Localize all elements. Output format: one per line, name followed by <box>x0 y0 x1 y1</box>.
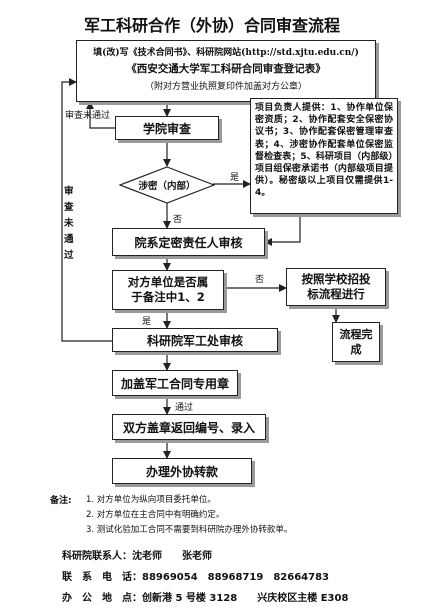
counterparty-question-box: 对方单位是否属于备注中1、2 <box>112 270 224 310</box>
transfer-box: 办理外协转款 <box>112 458 252 484</box>
no-label-2: 否 <box>255 275 265 285</box>
contact-phone-label: 联 系 电 话： <box>62 572 142 583</box>
fill-contract-box: 填(改)写《技术合同书》、科研院网站(http://std.xjtu.edu.c… <box>76 40 376 102</box>
fill-contract-line3: （附对方营业执照复印件加盖对方公章） <box>144 82 307 92</box>
reject-label-top: 审查未通过 <box>65 111 111 121</box>
bidding-process-label: 按照学校招投标流程进行 <box>301 272 371 301</box>
pass-label: 通过 <box>175 403 194 413</box>
contact-block: 科研院联系人：沈老师 张老师 联 系 电 话：88969054 88968719… <box>62 546 348 609</box>
process-done-label: 流程完成 <box>339 328 373 356</box>
secret-decision-label: 涉密（内部） <box>138 181 196 192</box>
reject-label-side: 审查未通过 <box>64 186 74 261</box>
dept-review-box: 院系定密责任人审核 <box>112 228 265 256</box>
contact-office-label: 办 公 地 点： <box>62 593 142 604</box>
no-label-1: 否 <box>173 215 183 225</box>
stamp-label: 加盖军工合同专用章 <box>120 376 229 391</box>
contact-phone-value: 88969054 88968719 82664783 <box>142 572 329 583</box>
contact-person-value: 沈老师 张老师 <box>132 551 212 562</box>
contact-person-label: 科研院联系人： <box>62 551 132 562</box>
contact-person-row: 科研院联系人：沈老师 张老师 <box>62 546 348 567</box>
military-review-box: 科研院军工处审核 <box>112 328 278 352</box>
arrow-reject-college <box>86 101 115 129</box>
fill-contract-line2: 《西安交通大学军工科研合同审查登记表》 <box>126 63 326 75</box>
note-item: 1. 对方单位为纵向项目委托单位。 <box>86 495 216 505</box>
stamp-box: 加盖军工合同专用章 <box>112 370 238 396</box>
required-documents-text: 项目负责人提供：1、协作单位保密资质；2、协作配套安全保密协议书；3、协作配套保… <box>255 103 393 199</box>
college-review-label: 学院审查 <box>142 121 191 136</box>
process-done-box: 流程完成 <box>332 322 380 362</box>
dept-review-label: 院系定密责任人审核 <box>134 235 243 250</box>
contact-phone-row: 联 系 电 话：88969054 88968719 82664783 <box>62 567 348 588</box>
yes-label: 是 <box>230 173 240 183</box>
yes-label-2: 是 <box>142 317 152 327</box>
both-stamp-box: 双方盖章返回编号、录入 <box>112 414 266 440</box>
college-review-box: 学院审查 <box>115 116 219 140</box>
required-documents-box: 项目负责人提供：1、协作单位保密资质；2、协作配套安全保密协议书；3、协作配套保… <box>250 98 398 214</box>
page-title: 军工科研合作（外协）合同审查流程 <box>83 16 340 35</box>
fill-contract-line1: 填(改)写《技术合同书》、科研院网站(http://std.xjtu.edu.c… <box>93 48 359 58</box>
military-review-label: 科研院军工处审核 <box>146 333 243 348</box>
secret-decision-diamond <box>119 166 215 204</box>
arrow-info-to-dept <box>264 214 301 246</box>
notes-label: 备注: <box>50 496 72 506</box>
counterparty-question-label: 对方单位是否属于备注中1、2 <box>127 275 209 304</box>
contact-office-row: 办 公 地 点：创新港 5 号楼 3128 兴庆校区主楼 E308 <box>62 588 348 609</box>
transfer-label: 办理外协转款 <box>145 464 218 479</box>
note-item: 2. 对方单位在主合同中有明确约定。 <box>86 510 225 520</box>
note-item: 3. 测试化验加工合同不需要到科研院办理外协转款单。 <box>86 525 293 535</box>
notes-list: 1. 对方单位为纵向项目委托单位。 2. 对方单位在主合同中有明确约定。 3. … <box>86 493 292 538</box>
both-stamp-label: 双方盖章返回编号、录入 <box>122 420 255 435</box>
contact-office-value: 创新港 5 号楼 3128 兴庆校区主楼 E308 <box>142 593 349 604</box>
arrow-reject-military <box>61 78 112 342</box>
bidding-process-box: 按照学校招投标流程进行 <box>286 268 386 306</box>
